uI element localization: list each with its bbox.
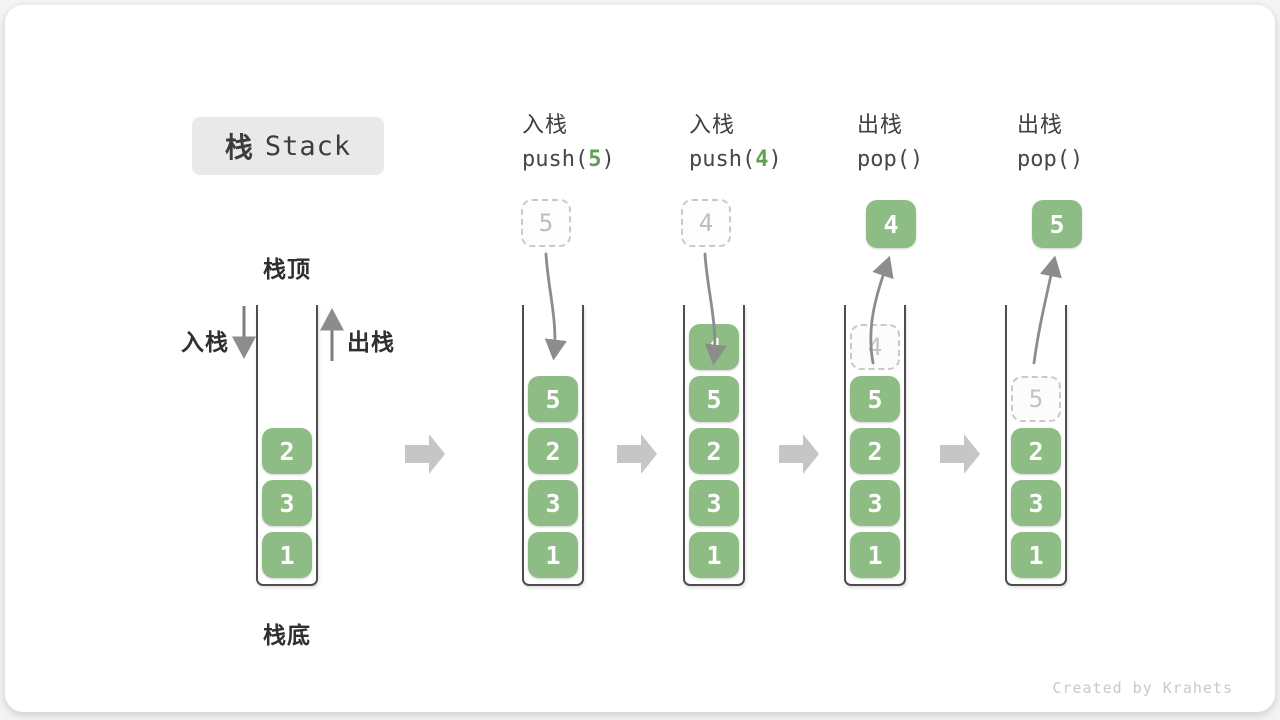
op-label: 出栈 <box>1017 112 1064 137</box>
floating-value-dashed-5: 5 <box>521 199 571 247</box>
op-label: 入栈 <box>689 112 736 137</box>
stack-cell: 3 <box>850 480 900 526</box>
stack-after-pop-4: 4 5 2 3 1 <box>844 305 906 586</box>
diagram-card: 栈 Stack 入栈 push(5) 入栈 push(4) 出栈 pop() 出… <box>5 5 1275 712</box>
code-post: ) <box>1069 147 1084 172</box>
op-code: push(4) <box>689 147 849 173</box>
floating-value-text: 4 <box>698 209 714 237</box>
stack-cell: 1 <box>1011 532 1061 578</box>
floating-value-text: 5 <box>1049 209 1065 239</box>
floating-value-text: 5 <box>538 209 554 237</box>
code-pre: push( <box>689 147 756 172</box>
op-code: pop() <box>1017 147 1177 173</box>
op-header-pop-2: 出栈 pop() <box>1017 112 1177 173</box>
stack-cell: 5 <box>689 376 739 422</box>
code-pre: pop( <box>1017 147 1070 172</box>
stack-cell: 3 <box>262 480 312 526</box>
stack-cell-removed: 4 <box>850 324 900 370</box>
stack-cell: 5 <box>850 376 900 422</box>
code-arg: 5 <box>588 147 602 172</box>
stack-cell: 5 <box>528 376 578 422</box>
code-post: ) <box>909 147 924 172</box>
code-post: ) <box>601 147 615 172</box>
floating-value-solid-5: 5 <box>1032 200 1082 248</box>
pop-label: 出栈 <box>347 329 395 355</box>
stack-initial: 2 3 1 <box>256 305 318 586</box>
step-arrow-icon <box>617 434 657 474</box>
stack-after-pop-5: 5 2 3 1 <box>1005 305 1067 586</box>
floating-value-solid-4: 4 <box>866 200 916 248</box>
stack-cell: 1 <box>262 532 312 578</box>
stack-bottom-label: 栈底 <box>263 622 311 648</box>
title-en: Stack <box>264 130 352 162</box>
title-badge: 栈 Stack <box>192 117 384 175</box>
stack-cell: 2 <box>262 428 312 474</box>
stack-after-push-4: 4 5 2 3 1 <box>683 305 745 586</box>
step-arrow-icon <box>405 434 445 474</box>
stack-cell: 1 <box>689 532 739 578</box>
op-code: push(5) <box>522 147 682 173</box>
op-code: pop() <box>857 147 1017 173</box>
op-header-pop-1: 出栈 pop() <box>857 112 1017 173</box>
floating-value-text: 4 <box>883 209 899 239</box>
stack-cell: 4 <box>689 324 739 370</box>
op-header-push-5: 入栈 push(5) <box>522 112 682 173</box>
step-arrow-icon <box>779 434 819 474</box>
op-label: 出栈 <box>857 112 904 137</box>
op-label: 入栈 <box>522 112 569 137</box>
stack-top-label: 栈顶 <box>263 256 311 282</box>
title-zh: 栈 <box>224 132 253 163</box>
code-arg: 4 <box>755 147 769 172</box>
stack-cell: 1 <box>850 532 900 578</box>
watermark-credit: Created by Krahets <box>1052 679 1233 697</box>
stack-cell: 3 <box>1011 480 1061 526</box>
stack-cell: 2 <box>1011 428 1061 474</box>
stack-cell: 2 <box>528 428 578 474</box>
stack-cell-removed: 5 <box>1011 376 1061 422</box>
code-post: ) <box>768 147 782 172</box>
stack-cell: 1 <box>528 532 578 578</box>
op-header-push-4: 入栈 push(4) <box>689 112 849 173</box>
stack-after-push-5: 5 2 3 1 <box>522 305 584 586</box>
push-label: 入栈 <box>181 329 229 355</box>
stack-cell: 3 <box>689 480 739 526</box>
stack-cell: 2 <box>850 428 900 474</box>
code-pre: pop( <box>857 147 910 172</box>
step-arrow-icon <box>940 434 980 474</box>
stack-cell: 3 <box>528 480 578 526</box>
code-pre: push( <box>522 147 589 172</box>
stack-cell: 2 <box>689 428 739 474</box>
floating-value-dashed-4: 4 <box>681 199 731 247</box>
